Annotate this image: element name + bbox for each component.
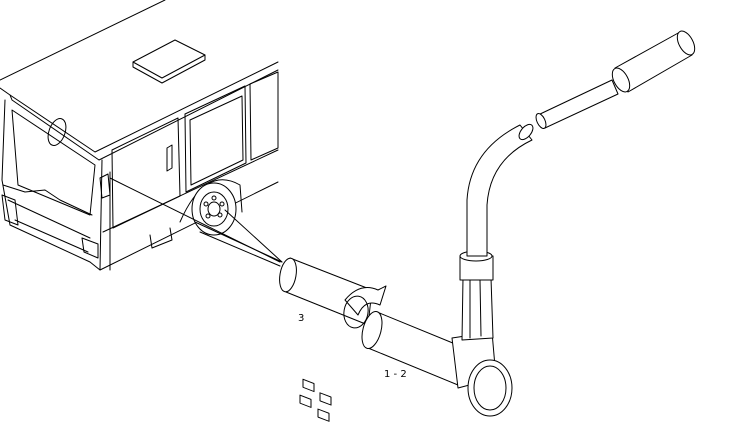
tool-extension-bar bbox=[537, 79, 619, 129]
bus-door bbox=[184, 85, 247, 193]
bus-headlight-right bbox=[81, 237, 99, 259]
bus-side-panel bbox=[149, 227, 173, 249]
bus-headlight-left bbox=[1, 194, 19, 226]
bus-wheel-rim bbox=[199, 191, 229, 227]
bus-door-glass bbox=[189, 95, 244, 186]
sleeve-window bbox=[319, 392, 332, 406]
tool-tube-highlight bbox=[479, 279, 482, 337]
bus-front-outline bbox=[1, 99, 103, 271]
bus-window-1 bbox=[111, 117, 181, 229]
tool-rod-break-end bbox=[518, 123, 534, 141]
bus-roof-lower-line bbox=[9, 69, 279, 161]
tool-drive-shaft bbox=[367, 311, 466, 386]
bus-wheel-hub bbox=[207, 201, 221, 217]
bus-illustration bbox=[0, 0, 279, 271]
leader-lines bbox=[109, 177, 283, 267]
bus-front-sign bbox=[47, 118, 67, 146]
tool-handle-cap-rim bbox=[473, 365, 507, 411]
sleeve-window bbox=[302, 378, 315, 393]
tool-bent-rod bbox=[466, 124, 533, 257]
sleeve-window bbox=[299, 394, 312, 408]
leader-line-wheel-2 bbox=[199, 231, 281, 267]
wheel-nut bbox=[203, 201, 209, 207]
tool-extension-break-end bbox=[535, 113, 547, 129]
bus-roof-hatch bbox=[132, 39, 206, 79]
bus-rear-wheel bbox=[191, 182, 237, 236]
bus-roof-side-line bbox=[0, 61, 279, 153]
tool-assembly bbox=[361, 30, 696, 417]
tool-vertical-tube bbox=[461, 277, 494, 341]
bus-roof-hatch-side bbox=[132, 54, 206, 84]
bus-window-2 bbox=[249, 71, 279, 161]
leader-line-wheel-1 bbox=[194, 221, 283, 263]
bus-windscreen bbox=[11, 109, 96, 216]
bus-front-bumper-lines bbox=[7, 199, 91, 253]
wheel-nut bbox=[219, 201, 225, 207]
tool-handle-cap bbox=[467, 359, 513, 417]
wheel-nut bbox=[205, 213, 211, 219]
sleeve-back-end bbox=[279, 257, 297, 293]
callout-sleeve: 3 bbox=[298, 313, 305, 324]
callout-tool: 1 - 2 bbox=[384, 369, 407, 380]
wheel-nut bbox=[217, 212, 223, 218]
tool-t-handle-cap bbox=[676, 30, 696, 56]
leader-line-wheel-3 bbox=[224, 209, 283, 263]
sleeve-window bbox=[317, 408, 330, 422]
wheel-nut bbox=[211, 195, 217, 201]
tool-shaft-end bbox=[361, 311, 383, 349]
bus-front-wiper-line bbox=[2, 184, 93, 216]
sleeve-part bbox=[279, 257, 387, 422]
sleeve-front-opening bbox=[343, 295, 369, 329]
tool-t-handle-end bbox=[611, 67, 631, 93]
bus-roof-edge bbox=[0, 0, 166, 81]
bus-bottom-edge bbox=[99, 181, 279, 271]
bus-side-marker bbox=[166, 144, 173, 172]
